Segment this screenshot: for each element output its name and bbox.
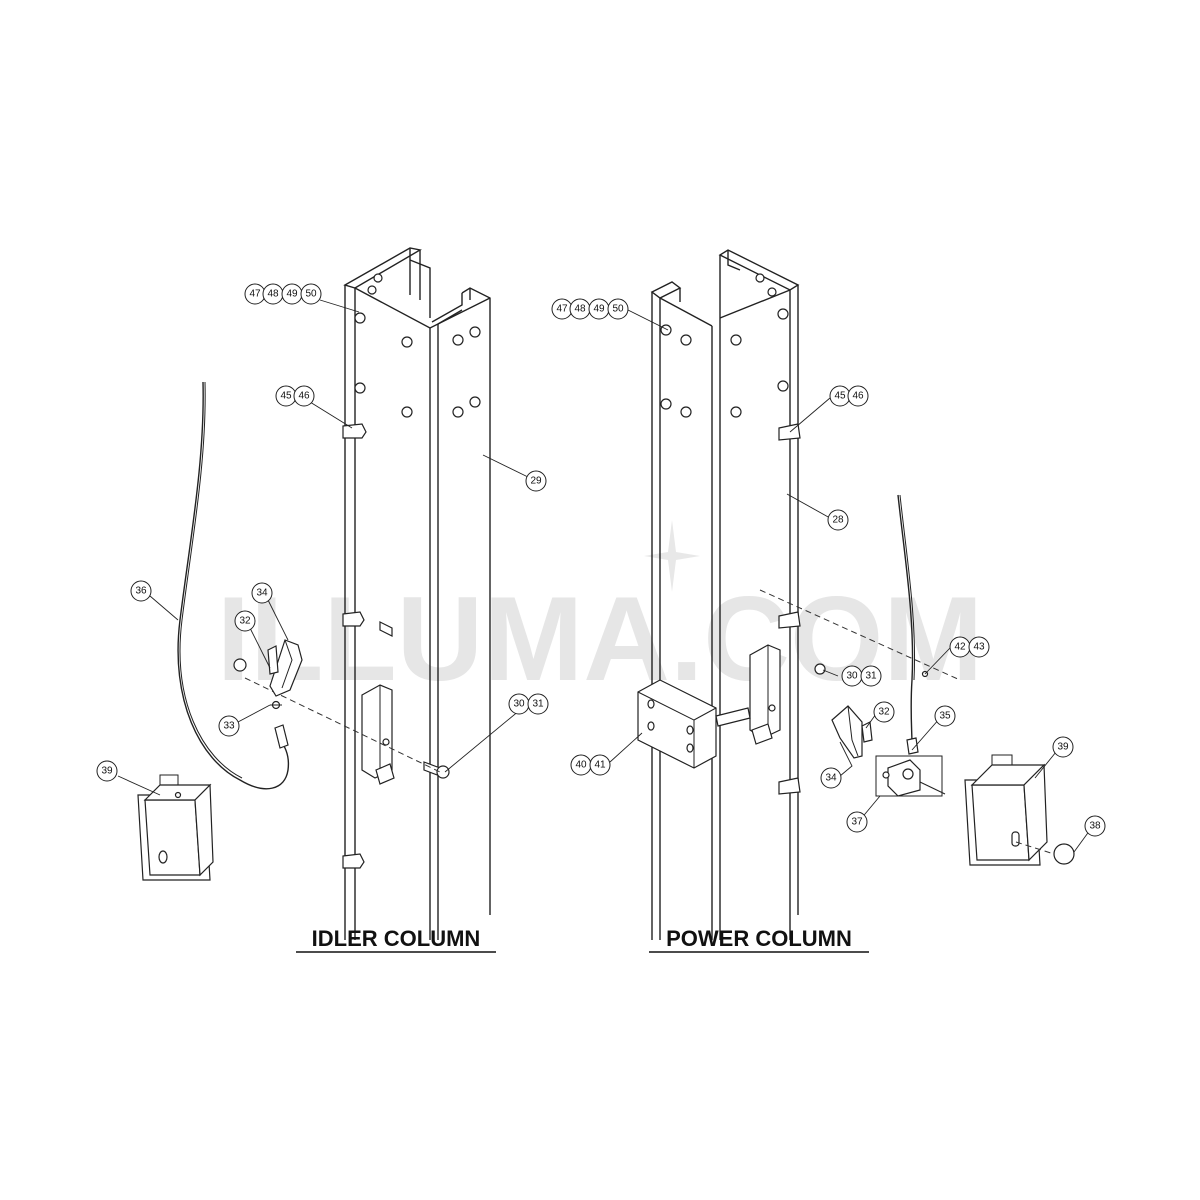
svg-text:32: 32 xyxy=(239,616,251,627)
callout-39: 39 xyxy=(96,760,118,782)
bolt-icon xyxy=(379,621,450,779)
svg-text:49: 49 xyxy=(286,289,298,300)
callout-50: 50 xyxy=(607,298,629,320)
callout-36: 36 xyxy=(130,580,152,602)
callout-32: 32 xyxy=(234,610,256,632)
callout-50: 50 xyxy=(300,283,322,305)
callout-35: 35 xyxy=(934,705,956,727)
callout-48: 48 xyxy=(569,298,591,320)
svg-text:37: 37 xyxy=(851,817,863,828)
idler-column xyxy=(117,247,531,940)
svg-text:31: 31 xyxy=(865,671,877,682)
idler-callouts: 47 48 49 50 45 46 29 36 34 32 33 30 31 3… xyxy=(96,283,549,782)
callout-30: 30 xyxy=(841,665,863,687)
svg-text:30: 30 xyxy=(846,671,858,682)
callout-30: 30 xyxy=(508,693,530,715)
power-column xyxy=(609,249,1091,940)
callout-37: 37 xyxy=(846,811,868,833)
svg-text:38: 38 xyxy=(1089,821,1101,832)
svg-text:46: 46 xyxy=(852,391,864,402)
svg-text:46: 46 xyxy=(298,391,310,402)
svg-text:50: 50 xyxy=(305,289,317,300)
ball-icon xyxy=(1053,843,1075,865)
svg-text:39: 39 xyxy=(101,766,113,777)
bracket-icon xyxy=(749,644,781,745)
svg-text:42: 42 xyxy=(954,642,966,653)
callout-32: 32 xyxy=(873,701,895,723)
latch-icon xyxy=(831,705,873,759)
svg-text:45: 45 xyxy=(280,391,292,402)
svg-text:30: 30 xyxy=(513,699,525,710)
svg-text:36: 36 xyxy=(135,586,147,597)
svg-text:39: 39 xyxy=(1057,742,1069,753)
callout-41: 41 xyxy=(589,754,611,776)
svg-text:45: 45 xyxy=(834,391,846,402)
callout-49: 49 xyxy=(588,298,610,320)
switch-assembly xyxy=(875,755,946,797)
svg-text:35: 35 xyxy=(939,711,951,722)
bolt-icon xyxy=(715,663,826,727)
callout-38: 38 xyxy=(1084,815,1106,837)
callout-43: 43 xyxy=(968,636,990,658)
svg-text:34: 34 xyxy=(825,773,837,784)
svg-text:31: 31 xyxy=(532,699,544,710)
callout-31: 31 xyxy=(860,665,882,687)
callout-34: 34 xyxy=(251,582,273,604)
bracket-icon xyxy=(361,684,395,785)
svg-text:34: 34 xyxy=(256,588,268,599)
callout-45: 45 xyxy=(829,385,851,407)
callout-33: 33 xyxy=(218,715,240,737)
svg-text:43: 43 xyxy=(973,642,985,653)
callout-42: 42 xyxy=(949,636,971,658)
clip-icon xyxy=(778,423,801,795)
svg-text:49: 49 xyxy=(593,304,605,315)
svg-text:50: 50 xyxy=(612,304,624,315)
callout-29: 29 xyxy=(525,470,547,492)
svg-text:47: 47 xyxy=(249,289,261,300)
svg-text:29: 29 xyxy=(530,476,542,487)
callout-34: 34 xyxy=(820,767,842,789)
wire-rope-icon xyxy=(177,381,290,790)
callout-48: 48 xyxy=(262,283,284,305)
idler-column-title: IDLER COLUMN xyxy=(312,926,481,951)
bolt-icon xyxy=(354,273,481,418)
callout-40: 40 xyxy=(570,754,592,776)
bracket-icon xyxy=(637,679,717,769)
latch-icon xyxy=(233,639,303,710)
callout-39: 39 xyxy=(1052,736,1074,758)
callout-47: 47 xyxy=(244,283,266,305)
clip-icon xyxy=(342,423,367,869)
svg-text:41: 41 xyxy=(594,760,606,771)
svg-text:40: 40 xyxy=(575,760,587,771)
callout-49: 49 xyxy=(281,283,303,305)
svg-text:48: 48 xyxy=(267,289,279,300)
cover-box-icon xyxy=(964,754,1048,866)
callout-31: 31 xyxy=(527,693,549,715)
svg-text:28: 28 xyxy=(832,515,844,526)
callout-46: 46 xyxy=(847,385,869,407)
watermark-star-icon xyxy=(644,520,700,592)
svg-text:47: 47 xyxy=(556,304,568,315)
svg-text:33: 33 xyxy=(223,721,235,732)
svg-text:32: 32 xyxy=(878,707,890,718)
power-callouts: 47 48 49 50 45 46 28 30 31 42 43 40 41 3… xyxy=(551,298,1106,837)
callout-28: 28 xyxy=(827,509,849,531)
callout-45: 45 xyxy=(275,385,297,407)
callout-46: 46 xyxy=(293,385,315,407)
power-column-title: POWER COLUMN xyxy=(666,926,852,951)
svg-text:48: 48 xyxy=(574,304,586,315)
cover-box-icon xyxy=(137,774,214,881)
callout-47: 47 xyxy=(551,298,573,320)
